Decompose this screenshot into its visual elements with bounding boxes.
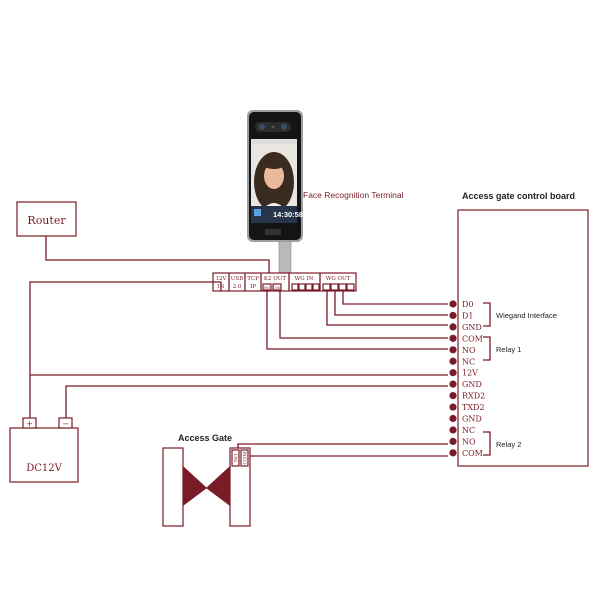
gate-pin-com: COM: [243, 451, 249, 464]
battery-minus-sign: −: [62, 420, 69, 429]
battery-plus-terminal: [22, 417, 37, 429]
port-k2-label: K2 OUT: [264, 276, 287, 282]
board-pin-label: GND: [462, 415, 482, 424]
wire-gate-com: [246, 448, 448, 457]
wire-k2-no: [266, 290, 448, 350]
gate-pin-no-cell: [231, 449, 240, 467]
gate-pin-com-cell: [240, 449, 249, 467]
board-pin-label: COM: [462, 449, 483, 458]
gate-pin-no: NO: [234, 454, 240, 462]
wiegand-label: Wiegand Interface: [496, 311, 557, 320]
board-pin-label: NO: [462, 346, 476, 355]
k2-pin-no: NO: [264, 286, 270, 290]
wire-gate-no: [237, 443, 448, 448]
board-pin-label: GND: [462, 323, 482, 332]
control-board: [457, 209, 589, 467]
gate-wing-left: [183, 466, 207, 506]
access-gate: NO COM: [162, 447, 251, 527]
terminal-port-strip: 12V IN USB 2.0 TCP IP K2 OUT WG IN WG OU…: [212, 272, 357, 292]
board-pin-label: RXD2: [462, 392, 485, 401]
board-title: Access gate control board: [462, 191, 575, 201]
board-pin-dot: [449, 437, 457, 445]
port-usb-line2: 2.0: [233, 284, 242, 290]
battery-label: DC12V: [26, 463, 62, 474]
board-pin-label: D1: [462, 311, 474, 320]
wire-12v-in: [29, 281, 222, 418]
board-pin-label: NO: [462, 437, 476, 446]
bracket-relay2: [483, 431, 491, 456]
port-tcp-line2: IP: [250, 284, 256, 290]
wire-wg-d0: [342, 290, 448, 305]
screen-status-bar: [251, 139, 297, 144]
board-pin-dot: [449, 357, 457, 365]
board-pin-label: 12V: [462, 369, 478, 378]
pin-group-brackets: [483, 302, 491, 456]
battery-minus-terminal: [58, 417, 73, 429]
router-box: [16, 201, 77, 237]
gate-wing-right: [206, 466, 230, 506]
k2-pin-com: COM: [272, 286, 282, 290]
port-wgout-label: WG OUT: [326, 276, 351, 282]
bracket-wiegand: [483, 302, 491, 327]
wire-wg-d1: [334, 290, 448, 316]
bracket-relay1: [483, 336, 491, 361]
board-pin-dot: [449, 380, 457, 388]
board-pin-dot: [449, 311, 457, 320]
relay2-label: Relay 2: [496, 440, 521, 449]
board-pin-dot: [449, 414, 457, 423]
port-usb-line1: USB: [231, 276, 243, 282]
board-pin-label: GND: [462, 380, 482, 389]
lock-icon: [254, 209, 261, 216]
board-pin-dot: [449, 426, 457, 434]
terminal-label: Face Recognition Terminal: [303, 190, 404, 200]
terminal-pole: [278, 239, 292, 274]
card-reader-icon: [265, 229, 281, 235]
camera-left-icon: [259, 124, 265, 130]
relay1-label: Relay 1: [496, 345, 521, 354]
camera-right-icon: [281, 124, 287, 130]
board-pin-dot: [449, 346, 457, 354]
board-pin-label: NC: [462, 426, 475, 435]
battery-plus-sign: +: [26, 420, 33, 429]
board-pin-dot: [449, 403, 457, 411]
battery-body: [9, 427, 79, 483]
board-pin-dot: [449, 334, 457, 342]
sensor-icon: [271, 125, 275, 129]
battery: + − DC12V: [9, 417, 79, 483]
wire-battery-gnd: [65, 385, 448, 418]
wire-k2-com: [279, 290, 448, 339]
port-wgin-label: WG IN: [295, 276, 314, 282]
screen-clock: 14:30:58: [273, 210, 303, 219]
router-label: Router: [27, 214, 66, 227]
board-pin-dot: [449, 300, 457, 308]
wire-wg-gnd: [326, 290, 448, 326]
board-pin-dot: [449, 323, 457, 331]
gate-post-left: [162, 447, 184, 527]
port-tcp-line1: TCP: [247, 276, 259, 282]
board-pin-label: TXD2: [462, 403, 485, 412]
wires: [29, 236, 448, 457]
face-terminal: 14:30:58: [247, 110, 303, 242]
gate-title: Access Gate: [178, 433, 232, 443]
board-pin-dot: [449, 369, 457, 377]
board-pin-dot: [449, 392, 457, 400]
board-pin-label: NC: [462, 357, 475, 366]
board-pin-label: D0: [462, 300, 474, 309]
wire-router-tcp: [45, 236, 270, 273]
board-pin-label: COM: [462, 334, 483, 343]
port-12v-line1: 12V: [216, 276, 228, 282]
board-pin-dot: [449, 449, 457, 457]
screen-info-bar: [251, 206, 297, 223]
